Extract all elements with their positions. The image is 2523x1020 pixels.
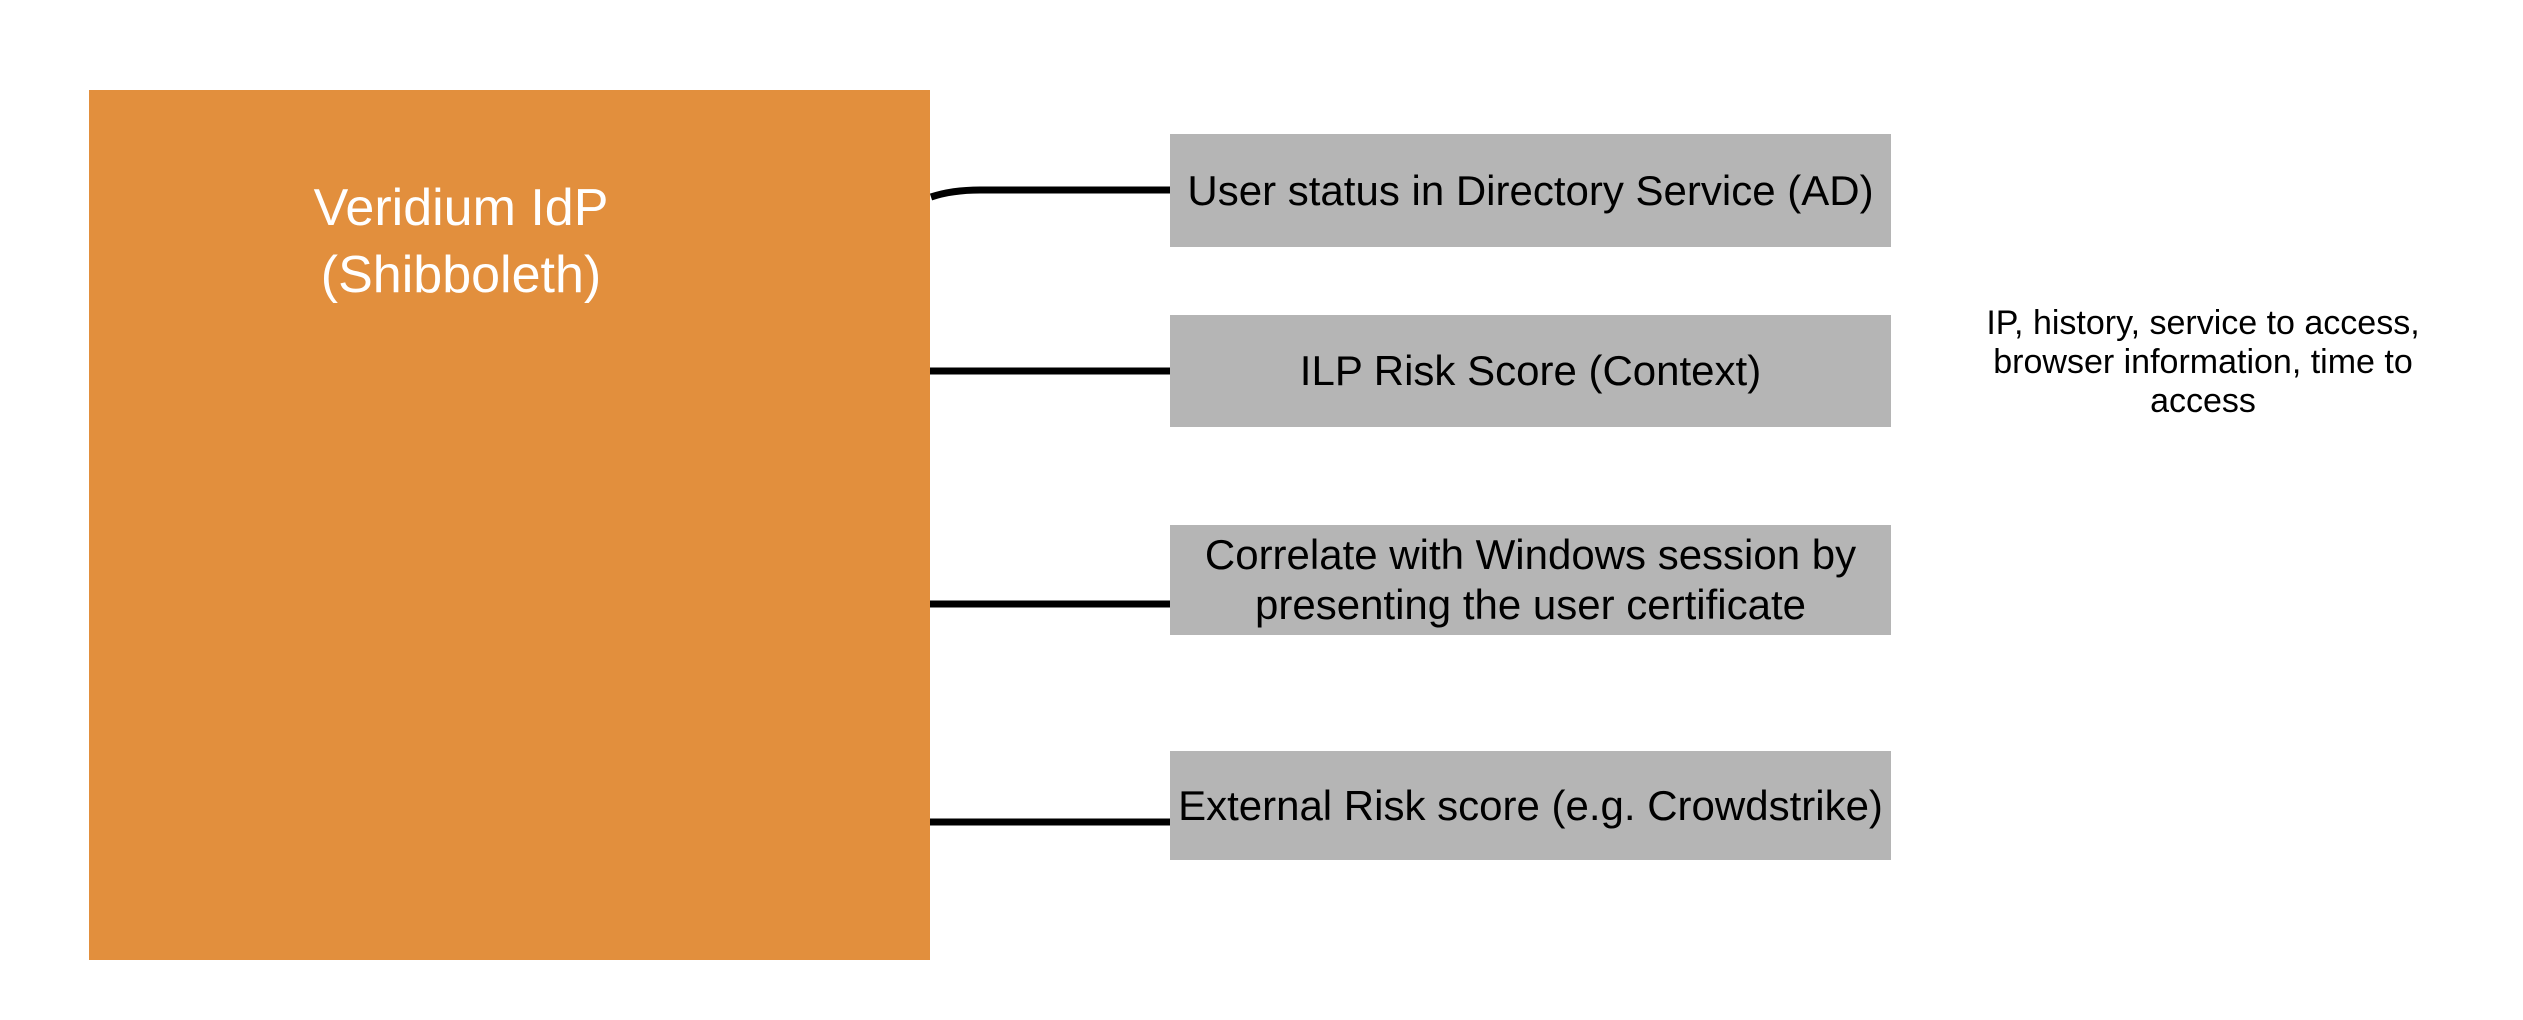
factor-box-ilp-risk-score: ILP Risk Score (Context) — [1170, 315, 1891, 427]
factor-box-correlate-windows-session: Correlate with Windows session by presen… — [1170, 525, 1891, 635]
factor-box-external-risk-score: External Risk score (e.g. Crowdstrike) — [1170, 751, 1891, 860]
connector-user-status-line — [929, 186, 1170, 201]
factor-box-correlate-windows-session-label: Correlate with Windows session by presen… — [1204, 531, 1857, 628]
veridium-idp-box: Veridium IdP (Shibboleth) — [89, 90, 930, 960]
factor-box-external-risk-score-label: External Risk score (e.g. Crowdstrike) — [1178, 781, 1883, 829]
factor-box-user-status: User status in Directory Service (AD) — [1170, 134, 1891, 247]
context-annotation: IP, history, service to access, browser … — [1986, 304, 2420, 420]
factor-box-ilp-risk-score-label: ILP Risk Score (Context) — [1299, 347, 1762, 394]
factor-box-user-status-label: User status in Directory Service (AD) — [1187, 166, 1874, 214]
veridium-idp-label: Veridium IdP (Shibboleth) — [313, 179, 609, 304]
